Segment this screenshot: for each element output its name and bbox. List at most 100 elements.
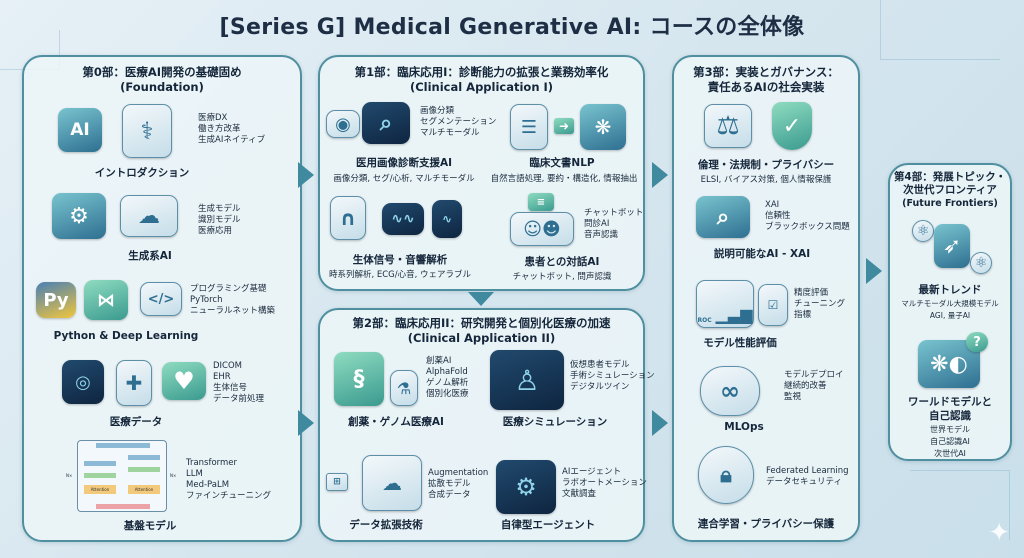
bullet: 働き方改革 [198,124,241,134]
topic-title: 基盤モデル [123,520,177,532]
bullet: ゲノム解析 [426,378,469,388]
bullet: 画像分類 [420,106,455,116]
atom-icon: ⚛ [912,220,934,242]
attention-label: Attention [84,485,116,494]
chat-bubble-icon: ≡ [528,193,554,211]
shield-icon: ✓ [772,102,812,150]
bullet: セグメンテーション [420,117,497,127]
cloud-database-icon: ☁ [362,455,422,511]
bullet: 文献調査 [562,489,597,499]
topic-title: ワールドモデルと [908,396,992,408]
topic-title: イントロダクション [94,167,190,179]
topic-summary: 自然言語処理, 要約・構造化, 情報抽出 [490,174,638,184]
topic-federated-bullets: Federated Learning データセキュリティ [766,466,849,488]
ecg-monitor-icon: ∿∿ [382,203,424,235]
topic-imaging-bullets: 画像分類 セグメンテーション マルチモーダル [420,106,496,139]
topic-simulation-bullets: 仮想患者モデル 手術シミュレーション デジタルツイン [570,360,655,393]
topic-title: 患者との対話AI [524,256,600,268]
bullet: 世界モデル [930,425,970,434]
topic-title: 臨床文書NLP [529,157,595,169]
bullet: 仮想患者モデル [570,360,630,370]
part-2-heading: 第2部：臨床応用II：研究開発と個別化医療の加速 [352,316,611,330]
rocket-icon: ➶ [934,224,970,268]
atom-icon: ⚛ [970,252,992,274]
bullet: データセキュリティ [766,477,842,487]
flow-arrow-icon [652,162,668,188]
topic-foundation-bullets: Transformer LLM Med-PaLM ファインチューニング [186,458,271,502]
brain-scan-icon: ◎ [62,360,104,404]
topic-title: 生体信号・音響解析 [352,254,448,266]
scales-icon: ⚖ [704,104,752,148]
bullet: 問診AI [584,219,610,229]
doctor-patient-icon: ☺☻ [510,212,574,246]
bullet: LLM [186,469,203,479]
question-bubble-icon: ? [966,332,988,352]
bullet: 拡散モデル [428,479,471,489]
roc-chart-icon: ROC▁▃▆ [696,280,754,328]
bullet: 監視 [784,392,802,402]
topic-title: 創薬・ゲノム医療AI [348,416,444,428]
heart-pulse-icon: ♥ [162,362,206,400]
bullet: 個別化医療 [426,389,469,399]
topic-intro-bullets: 医療DX 働き方改革 生成AIネイティブ [198,113,265,146]
bullet: デジタルツイン [570,382,630,392]
topic-title: 生成系AI [128,250,172,262]
digital-body-icon: ♙ [490,350,564,410]
topic-drug-bullets: 創薬AI AlphaFold ゲノム解析 個別化医療 [426,356,469,400]
bullet: 医療応用 [198,226,233,236]
doctor-icon: ⚕ [122,104,172,158]
topic-genai-bullets: 生成モデル 識別モデル 医療応用 [198,204,241,237]
part-1-panel: 第1部：臨床応用I：診断能力の拡張と業務効率化 (Clinical Applic… [318,55,645,291]
topic-summary: チャットボット, 問声認識 [512,272,612,282]
bullet: AIエージェント [562,467,622,477]
part-3-heading: 第3部：実装とガバナンス： [693,65,839,79]
topic-summary: 時系列解析, ECG/心音, ウェアラブル [328,270,472,280]
part-1-subtitle: (Clinical Application I) [409,80,554,94]
bullet: マルチモーダル大規模モデル [901,299,999,308]
part-4-heading: 第4部：発展トピック・ [893,171,1007,183]
topic-medical-data-bullets: DICOM EHR 生体信号 データ前処理 [213,361,264,405]
topic-evaluation-bullets: 精度評価 チューニング 指標 [794,288,845,321]
checklist-icon: ☑ [758,284,788,326]
part-2-subtitle: (Clinical Application II) [407,331,556,345]
sparkle-icon: ✦ [988,518,1010,548]
flow-arrow-icon [298,410,314,436]
bullet: PyTorch [190,295,223,305]
topic-title: MLOps [724,421,764,433]
circuit-decoration [910,470,1010,540]
smartwatch-icon: ∿ [432,200,462,238]
part-4-heading-2: 次世代フロンティア [903,184,997,196]
bullet: 手術シミュレーション [570,371,655,381]
bullet: 生体信号 [213,383,248,393]
part-1-heading: 第1部：臨床応用I：診断能力の拡張と業務効率化 [354,65,609,79]
neural-network-icon: ⋈ [84,280,128,320]
bullet: Augmentation [428,468,489,478]
nx-label: N× [170,473,177,478]
ai-chip-icon: AI [58,108,102,152]
bullet: EHR [213,372,231,382]
bullet: 次世代AI [934,449,966,458]
flow-arrow-icon [866,258,882,284]
nx-label: N× [66,473,73,478]
topic-python-bullets: プログラミング基礎 PyTorch ニューラルネット構築 [190,284,275,317]
bullet: チューニング [794,299,846,309]
bullet: チャットボット [584,208,644,218]
flow-arrow-icon [298,162,314,188]
topic-title: データ拡張技術 [349,519,423,531]
eye-icon: ◉ [326,110,360,138]
bullet: AGI, 量子AI [929,311,971,320]
bullet: 指標 [794,310,812,320]
bullet: AlphaFold [426,367,468,377]
python-icon: Py [36,282,76,318]
brain-magnifier-icon: ⌕ [696,196,750,238]
topic-agent-bullets: AIエージェント ラボオートメーション 文献調査 [562,467,647,500]
flow-arrow-icon [652,410,668,436]
topic-title: モデル性能評価 [703,337,777,349]
bullet: 精度評価 [794,288,829,298]
bullet: Med-PaLM [186,480,230,490]
bullet: XAI [765,200,780,210]
bullet: 自己認識AI [930,437,970,446]
bullet: ブラックボックス問題 [765,222,850,232]
robot-arm-icon: ⚙ [496,460,556,514]
bullet: 生成モデル [198,204,241,214]
